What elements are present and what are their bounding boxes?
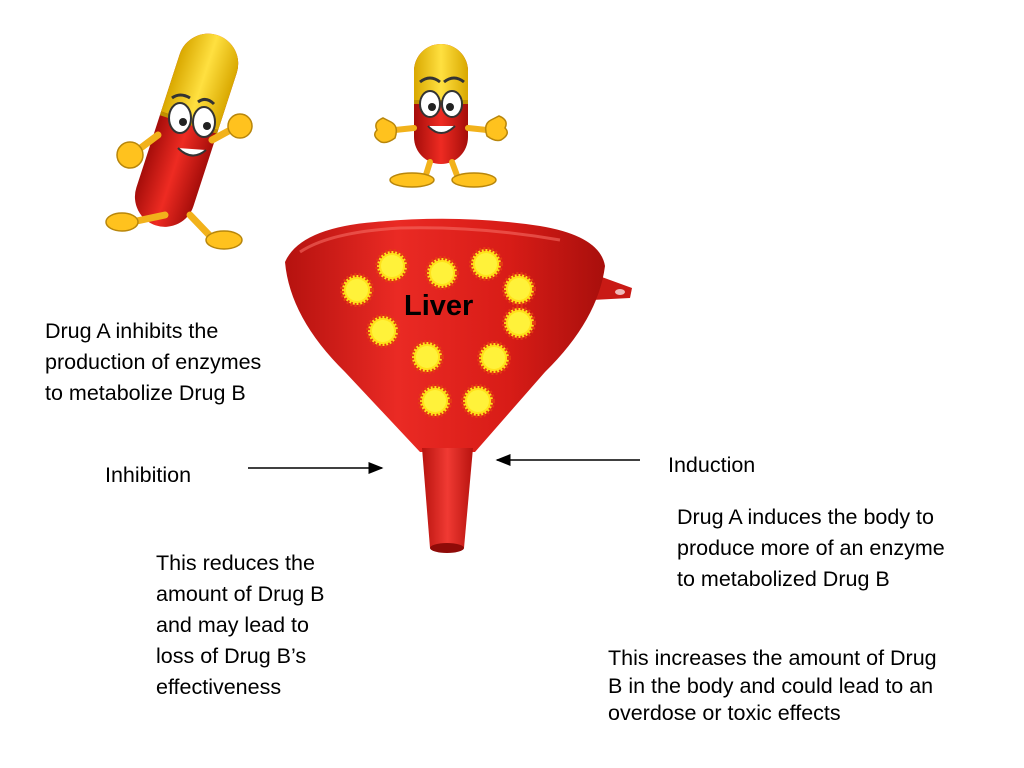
induction-label: Induction <box>668 453 756 477</box>
enzyme-sun-icon <box>418 384 452 418</box>
induction-description: Drug A induces the body to produce more … <box>677 505 945 591</box>
inhibition-description: Drug A inhibits the production of enzyme… <box>45 319 262 405</box>
enzyme-sun-icon <box>425 256 459 290</box>
inhibition-consequence: This reduces the amount of Drug B and ma… <box>156 551 325 699</box>
inhibition-label: Inhibition <box>105 463 192 487</box>
enzyme-sun-icon <box>469 247 503 281</box>
enzyme-sun-icon <box>477 341 511 375</box>
liver-label: Liver <box>404 290 474 322</box>
enzyme-group <box>340 247 536 418</box>
enzyme-sun-icon <box>502 272 536 306</box>
enzyme-sun-icon <box>410 340 444 374</box>
induction-consequence: This increases the amount of Drug B in t… <box>608 646 937 725</box>
enzyme-sun-icon <box>502 306 536 340</box>
enzyme-sun-icon <box>340 273 374 307</box>
enzyme-sun-icon <box>375 249 409 283</box>
enzyme-sun-icon <box>461 384 495 418</box>
standing-pill-icon <box>374 44 508 188</box>
enzyme-sun-icon <box>366 314 400 348</box>
running-pill-icon <box>105 33 253 250</box>
